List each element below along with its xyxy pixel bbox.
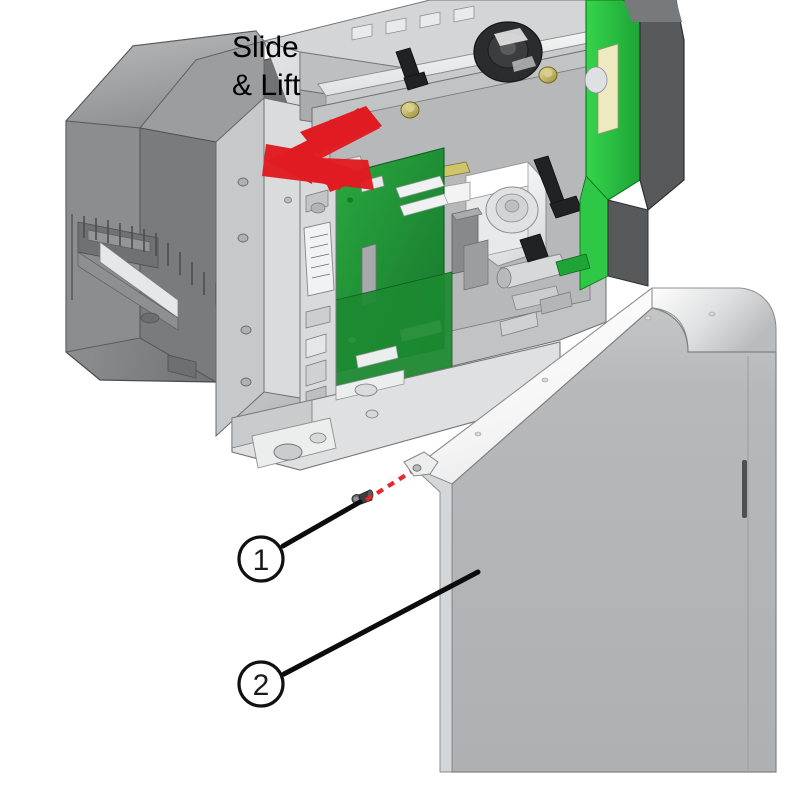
main-pcb: [335, 147, 453, 401]
edge-pcb-and-cover: [579, 0, 685, 291]
callout-1-leader: [280, 499, 363, 549]
shell-vent-slot: [71, 214, 225, 348]
callout-2-number: 2: [253, 669, 270, 702]
usb-port: [305, 333, 327, 359]
fan-rotor: [473, 21, 543, 83]
cover-screw-hole: [412, 464, 422, 472]
base-mount-hole: [273, 443, 303, 461]
shell-detail-slot: [140, 312, 160, 324]
linkage-arms: [395, 47, 583, 263]
deck-small-components: [499, 253, 591, 337]
slide-lift-arrow: [262, 106, 382, 192]
printer-body-assembly: [64, 0, 685, 471]
callout-2-leader: [281, 569, 481, 677]
cover-screw-flange: [403, 451, 439, 477]
callout-1-number: 1: [253, 544, 270, 577]
callout-2-circle: [237, 660, 285, 708]
chassis-base-plate: [231, 341, 561, 471]
cover-latch-tab: [742, 460, 747, 518]
top-edge-tabs: [351, 5, 475, 41]
callout-1[interactable]: 1: [237, 535, 285, 583]
frame-fasteners: [237, 177, 292, 387]
io-connector-panel: [299, 163, 337, 429]
screw-alignment-dashes: [364, 468, 416, 502]
side-cover-panel: [403, 287, 777, 773]
slide-lift-label-line1: Slide: [232, 31, 299, 64]
brass-fasteners: [400, 66, 558, 119]
slide-lift-label-line2: & Lift: [232, 69, 301, 102]
serial-port: [303, 221, 335, 297]
callout-2[interactable]: 2: [237, 660, 285, 708]
cover-front-face: [451, 307, 777, 773]
callout-1-circle: [237, 535, 285, 583]
